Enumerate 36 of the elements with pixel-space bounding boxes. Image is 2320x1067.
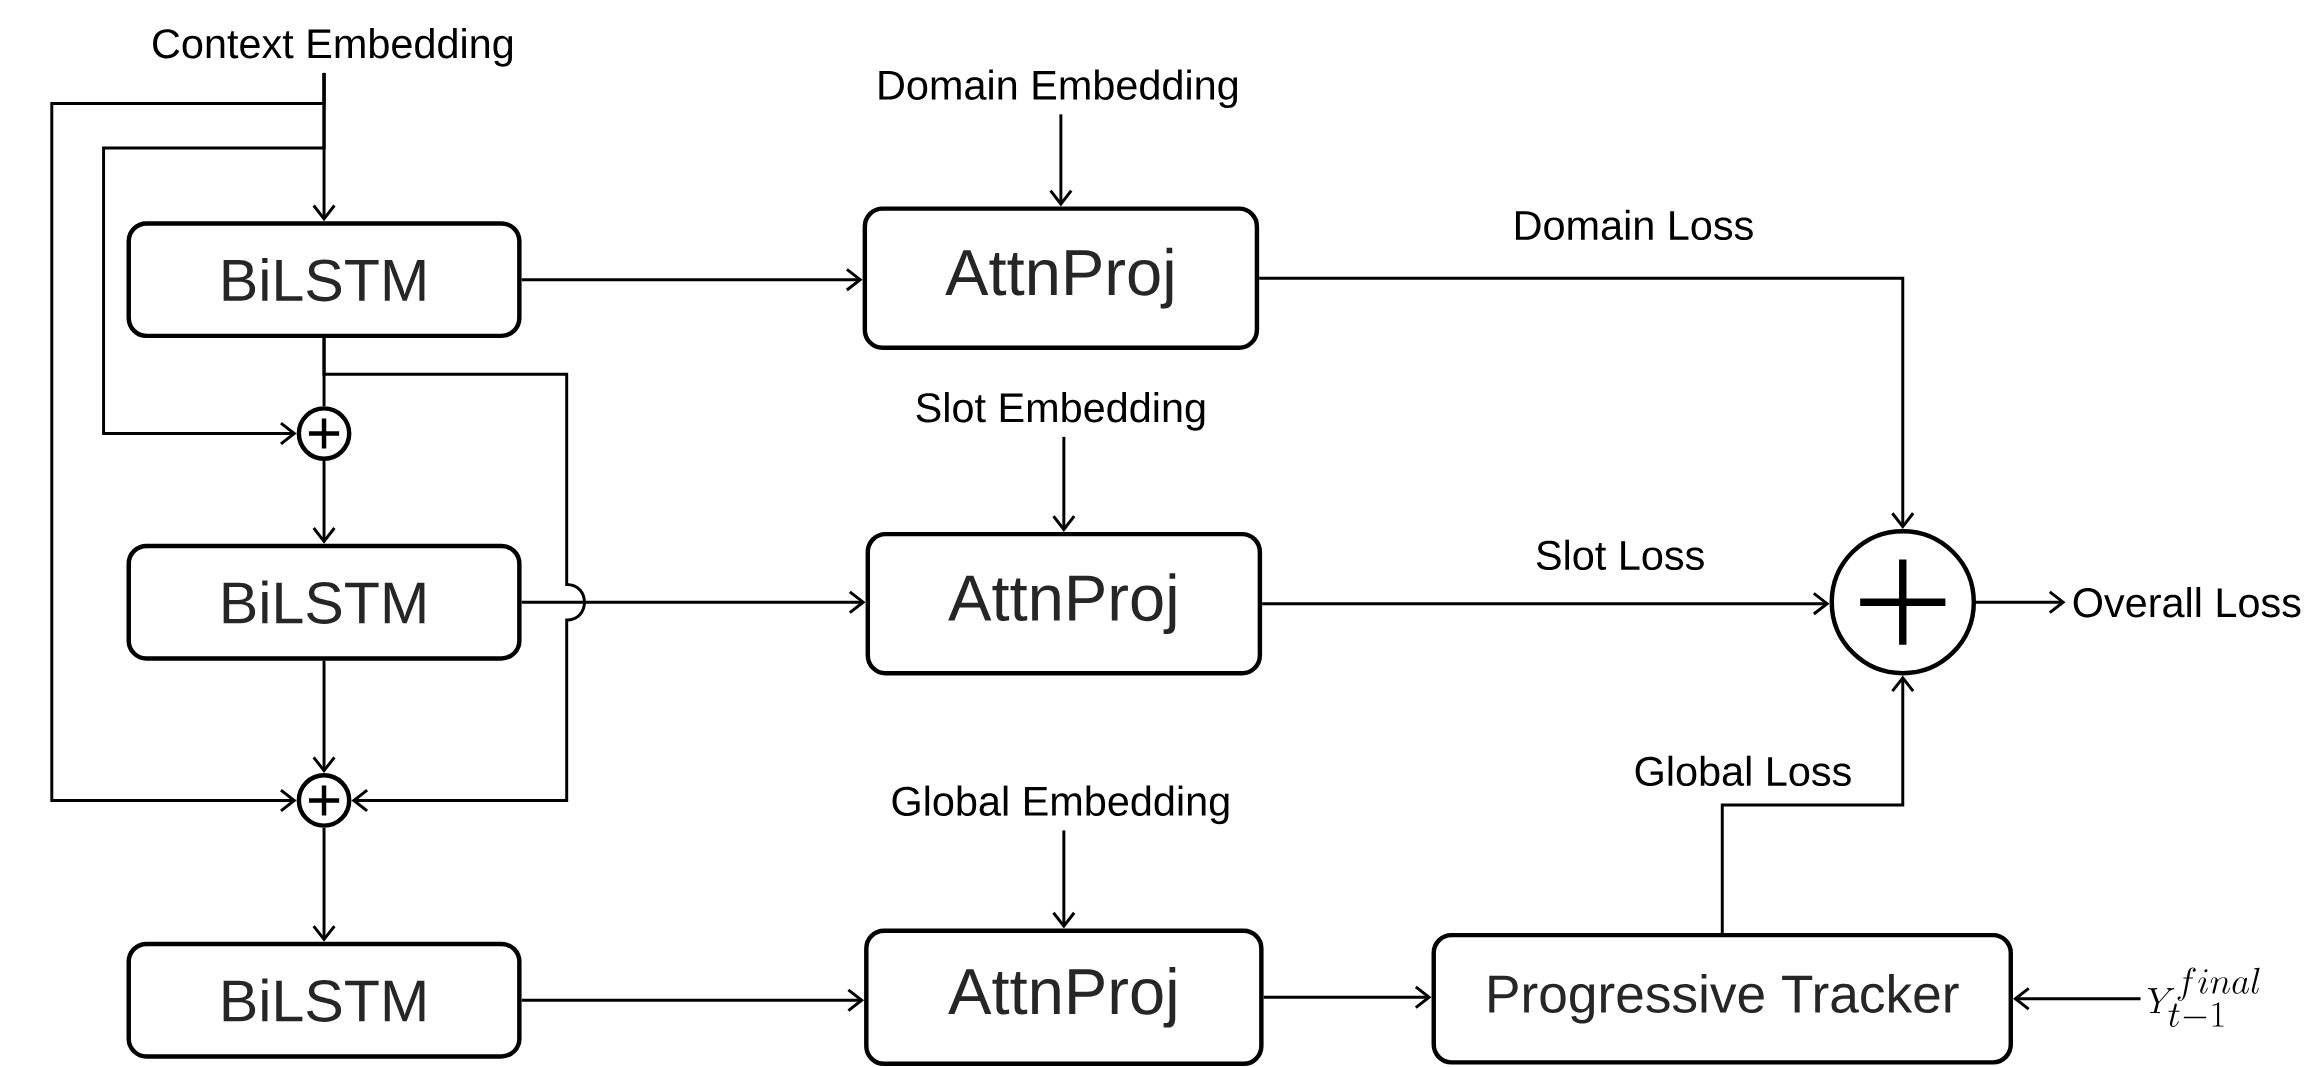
arrow	[521, 988, 865, 1012]
label-text: Domain Embedding	[879, 69, 1238, 109]
label-text: Slot Embedding	[916, 392, 1205, 431]
edge-label: Slot Loss	[1532, 536, 1709, 574]
arrow	[1976, 590, 2066, 614]
arrow	[312, 461, 336, 544]
arrow	[2013, 987, 2141, 1011]
process-box: Progressive Tracker	[1431, 933, 2013, 1065]
arrow	[322, 338, 586, 813]
arrow	[312, 660, 336, 774]
arrow	[1052, 830, 1076, 929]
sum-circle	[296, 773, 352, 828]
arrow	[50, 73, 326, 813]
arrow	[1262, 592, 1830, 616]
arrow	[1259, 276, 1915, 530]
process-box: AttnProj	[862, 206, 1260, 351]
process-box: BiLSTM	[126, 221, 522, 339]
edge-label: Domain Loss	[1509, 206, 1758, 244]
arrow	[312, 827, 336, 942]
arrow	[521, 268, 863, 292]
arrow	[1720, 675, 1915, 933]
label-text: Global Embedding	[892, 785, 1229, 825]
arrow	[521, 590, 866, 614]
sum-circle	[296, 406, 352, 461]
sum-circle	[1829, 529, 1976, 676]
process-box: AttnProj	[865, 532, 1263, 676]
process-box: BiLSTM	[126, 543, 522, 661]
arrow	[1052, 436, 1076, 533]
process-box: BiLSTM	[126, 941, 522, 1059]
label-text: Context Embedding	[153, 28, 513, 67]
arrow	[1263, 985, 1432, 1009]
formula-label: $Y_{t-1}^{final}$	[2148, 967, 2260, 1028]
arrow	[1049, 114, 1073, 207]
label-text: Overall Loss	[2073, 587, 2301, 618]
edge-label: Global Loss	[1630, 752, 1856, 790]
process-box: AttnProj	[864, 928, 1264, 1067]
